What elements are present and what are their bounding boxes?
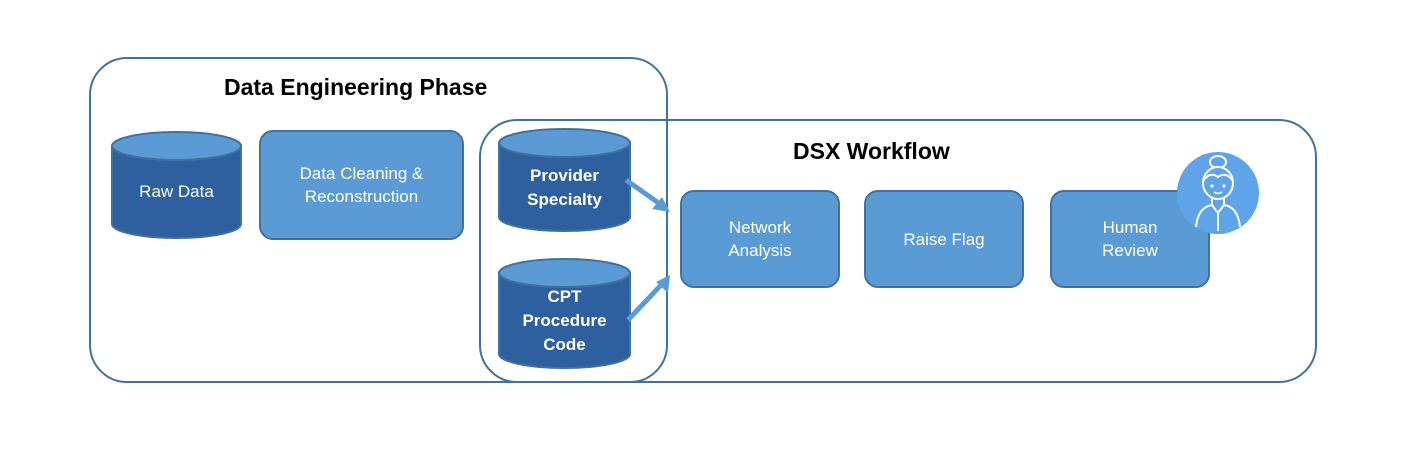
raw-data-label: Raw Data [139,182,214,201]
cpt-procedure-code-label: CPT Procedure Code [522,287,607,354]
provider-specialty-label: Provider Specialty [527,166,602,209]
person-avatar-icon [1176,151,1260,235]
cpt-procedure-code-cylinder: CPT Procedure Code [497,257,632,370]
network-analysis-box: Network Analysis [680,190,840,288]
dsx-workflow-frame [479,119,1317,383]
human-review-box: Human Review [1050,190,1210,288]
provider-specialty-cylinder: Provider Specialty [497,127,632,233]
dsx-workflow-title: DSX Workflow [793,138,950,164]
raise-flag-box: Raise Flag [864,190,1024,288]
arrow-provider-to-network [624,177,670,212]
data-engineering-phase-frame [89,57,668,383]
arrow-cpt-to-network [626,275,670,322]
raw-data-cylinder: Raw Data [110,130,243,240]
data-cleaning-box: Data Cleaning & Reconstruction [259,130,464,240]
data-engineering-phase-title: Data Engineering Phase [224,74,488,100]
